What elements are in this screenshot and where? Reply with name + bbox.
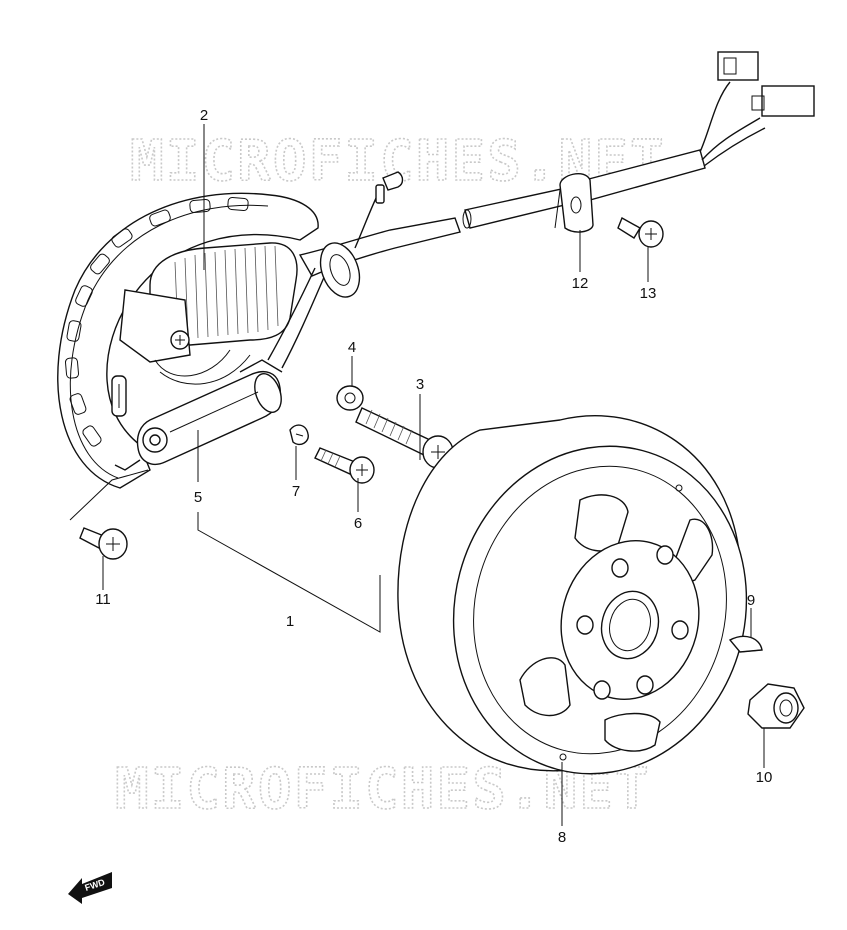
arrow-left-icon bbox=[68, 872, 112, 904]
callout-4: 4 bbox=[348, 339, 356, 356]
callout-6: 6 bbox=[354, 515, 362, 532]
stator-plate bbox=[57, 192, 319, 489]
screw-3 bbox=[355, 407, 454, 469]
connector-large-icon bbox=[761, 85, 815, 117]
callout-13: 13 bbox=[640, 285, 657, 302]
callout-5: 5 bbox=[194, 489, 202, 506]
callout-labels: 2 3 4 5 6 7 1 8 9 10 11 12 13 bbox=[95, 107, 772, 846]
leader-lines bbox=[69, 124, 765, 826]
screw-6 bbox=[314, 447, 375, 484]
washer-7 bbox=[289, 424, 309, 446]
callout-8: 8 bbox=[558, 829, 566, 846]
callout-2: 2 bbox=[200, 107, 208, 124]
callout-9: 9 bbox=[747, 592, 755, 609]
callout-1: 1 bbox=[286, 613, 294, 630]
callout-3: 3 bbox=[416, 376, 424, 393]
callout-12: 12 bbox=[572, 275, 589, 292]
nut-10 bbox=[747, 683, 805, 729]
callout-10: 10 bbox=[756, 769, 773, 786]
key-9 bbox=[728, 635, 763, 653]
callout-11: 11 bbox=[95, 591, 111, 608]
stator-coil bbox=[111, 242, 298, 417]
pulser-coil bbox=[136, 359, 283, 466]
screw-11 bbox=[79, 527, 128, 560]
rotor-flywheel bbox=[397, 415, 748, 775]
callout-7: 7 bbox=[292, 483, 300, 500]
washer-4 bbox=[336, 385, 364, 411]
screw-13 bbox=[617, 217, 664, 248]
fwd-badge: FWD bbox=[68, 872, 112, 904]
connector-small-icon bbox=[717, 51, 759, 81]
wire-clamp bbox=[554, 172, 594, 233]
wire-harness bbox=[267, 51, 815, 369]
